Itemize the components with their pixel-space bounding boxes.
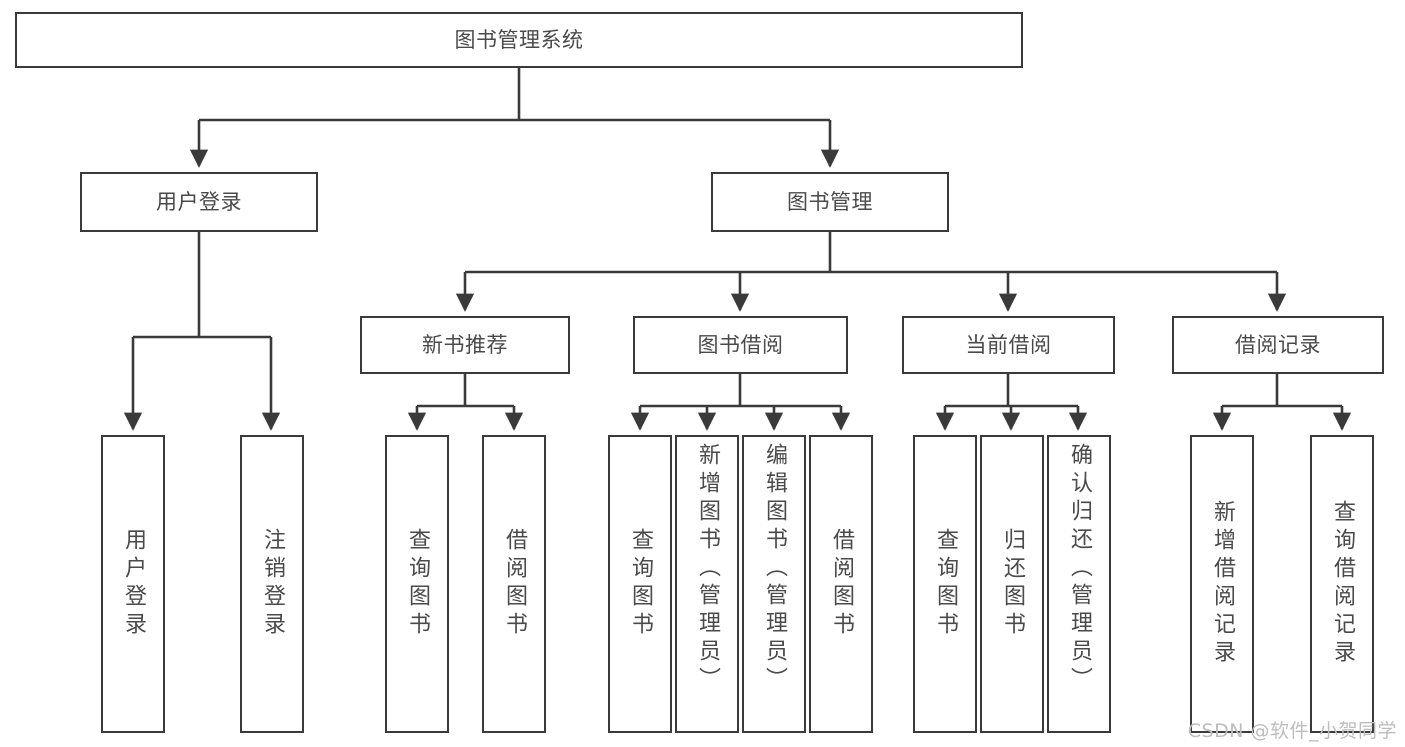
node-leaf-borrow-book-2[interactable]: 借阅图书: [809, 435, 873, 733]
node-leaf-query-book-3-label: 查询图书: [932, 528, 958, 640]
node-root-label: 图书管理系统: [454, 27, 584, 52]
node-leaf-query-record[interactable]: 查询借阅记录: [1310, 435, 1374, 733]
node-current-borrow-label: 当前借阅: [965, 332, 1052, 357]
node-user-login-label: 用户登录: [156, 189, 242, 214]
node-leaf-logout-label: 注销登录: [259, 528, 285, 640]
node-leaf-confirm-return[interactable]: 确认归还（管理员）: [1047, 435, 1111, 733]
node-leaf-add-book-label: 新增图书（管理员）: [694, 443, 720, 695]
node-leaf-add-book[interactable]: 新增图书（管理员）: [675, 435, 739, 733]
node-leaf-query-book-2[interactable]: 查询图书: [608, 435, 672, 733]
node-book-manage-label: 图书管理: [787, 189, 873, 214]
node-book-borrow[interactable]: 图书借阅: [633, 316, 848, 374]
node-current-borrow[interactable]: 当前借阅: [902, 316, 1115, 374]
node-leaf-borrow-book-1[interactable]: 借阅图书: [482, 435, 546, 733]
node-leaf-add-record[interactable]: 新增借阅记录: [1190, 435, 1254, 733]
node-leaf-return-book[interactable]: 归还图书: [980, 435, 1044, 733]
node-leaf-user-login-label: 用户登录: [120, 528, 146, 640]
node-leaf-borrow-book-1-label: 借阅图书: [501, 528, 527, 640]
node-user-login[interactable]: 用户登录: [80, 172, 318, 232]
node-book-manage[interactable]: 图书管理: [711, 172, 949, 232]
node-leaf-query-book-1-label: 查询图书: [404, 528, 430, 640]
watermark-text: CSDN @软件_小贺同学: [1187, 720, 1397, 742]
node-new-book-rec[interactable]: 新书推荐: [360, 316, 570, 374]
node-leaf-borrow-book-2-label: 借阅图书: [828, 528, 854, 640]
node-leaf-query-book-1[interactable]: 查询图书: [385, 435, 449, 733]
node-borrow-record[interactable]: 借阅记录: [1172, 316, 1384, 374]
node-leaf-query-book-2-label: 查询图书: [627, 528, 653, 640]
node-leaf-return-book-label: 归还图书: [999, 528, 1025, 640]
node-leaf-edit-book[interactable]: 编辑图书（管理员）: [742, 435, 806, 733]
node-leaf-user-login[interactable]: 用户登录: [101, 435, 165, 733]
node-leaf-confirm-return-label: 确认归还（管理员）: [1066, 443, 1092, 695]
node-new-book-rec-label: 新书推荐: [422, 332, 508, 357]
node-book-borrow-label: 图书借阅: [697, 332, 784, 357]
node-leaf-edit-book-label: 编辑图书（管理员）: [761, 443, 787, 695]
node-leaf-add-record-label: 新增借阅记录: [1209, 500, 1235, 668]
node-leaf-logout[interactable]: 注销登录: [240, 435, 304, 733]
node-leaf-query-record-label: 查询借阅记录: [1329, 500, 1355, 668]
node-root[interactable]: 图书管理系统: [15, 12, 1023, 68]
node-leaf-query-book-3[interactable]: 查询图书: [913, 435, 977, 733]
node-borrow-record-label: 借阅记录: [1235, 332, 1321, 357]
